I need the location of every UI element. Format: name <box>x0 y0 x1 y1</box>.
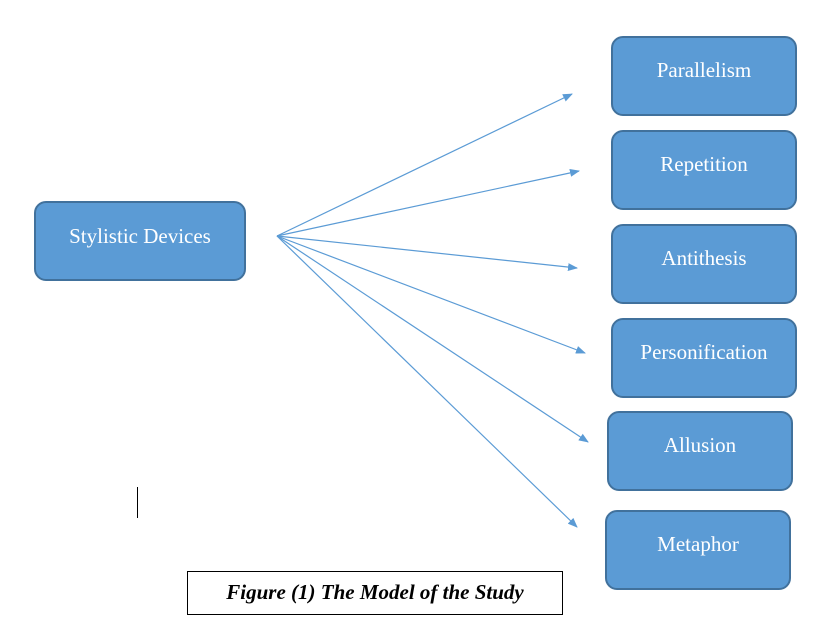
arrow-to-allusion <box>276 235 589 443</box>
target-node-label: Repetition <box>660 152 748 176</box>
source-node-label: Stylistic Devices <box>69 224 211 248</box>
arrow-to-parallelism <box>276 93 573 237</box>
target-node-label: Allusion <box>663 433 737 457</box>
arrow-to-personification <box>276 235 586 354</box>
target-node-metaphor: Metaphor <box>605 510 791 590</box>
target-node-antithesis: Antithesis <box>611 224 797 304</box>
target-node-repetition: Repetition <box>611 130 797 210</box>
target-node-label: Antithesis <box>661 246 747 270</box>
target-node-label: Parallelism <box>656 58 752 82</box>
figure-caption: Figure (1) The Model of the Study <box>187 571 563 615</box>
target-node-label: Personification <box>640 340 768 364</box>
target-node-label: Metaphor <box>657 532 739 556</box>
text-cursor <box>137 487 138 518</box>
source-node-stylistic-devices: Stylistic Devices <box>34 201 246 281</box>
target-node-personification: Personification <box>611 318 797 398</box>
target-node-allusion: Allusion <box>607 411 793 491</box>
arrow-to-repetition <box>276 168 580 237</box>
arrow-to-antithesis <box>276 235 578 272</box>
arrow-to-metaphor <box>276 235 578 528</box>
target-node-parallelism: Parallelism <box>611 36 797 116</box>
